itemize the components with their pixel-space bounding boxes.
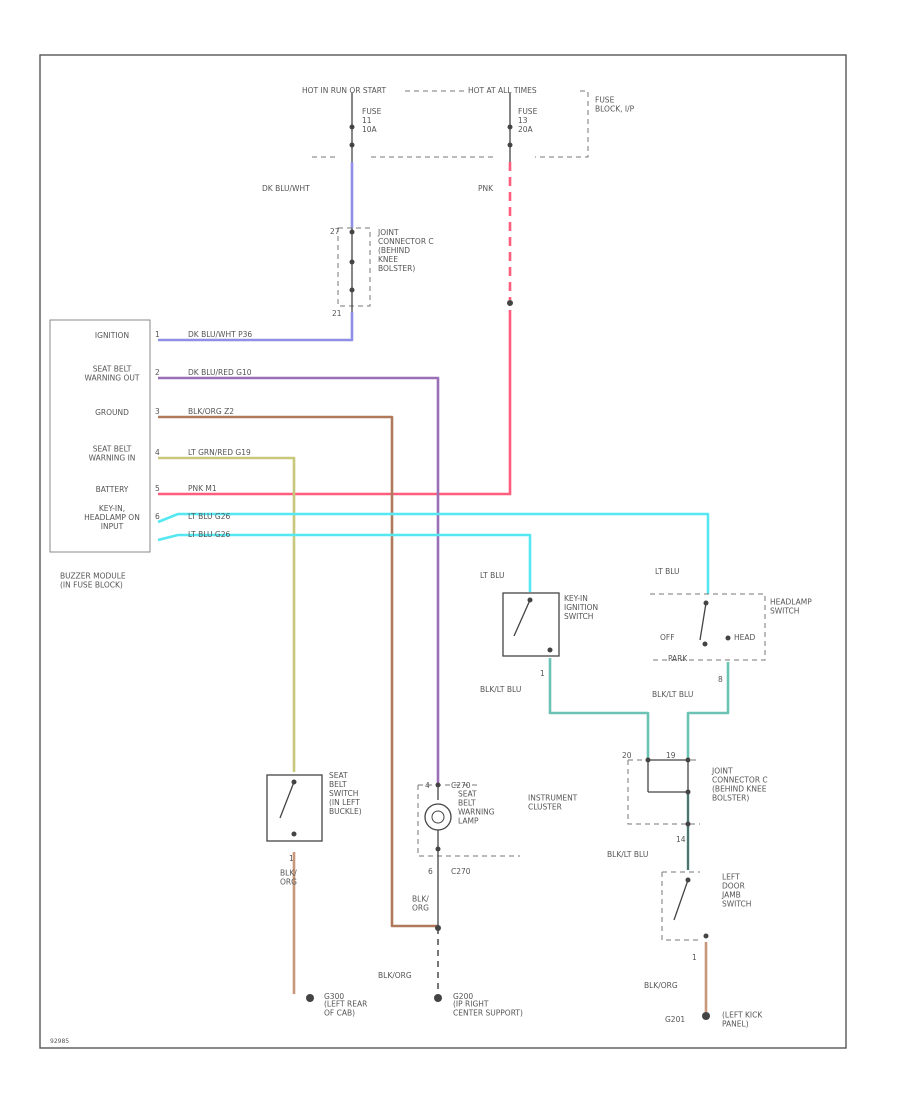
cluster-ground: G200 [453,992,473,1001]
door-jamb-wire: BLK/ORG [644,981,678,990]
cluster-wire-low: BLK/ORG [378,971,412,980]
cluster-conn-bottom: C270 [451,867,471,876]
footer-code: 92985 [50,1038,69,1045]
key-switch-wire-bottom: BLK/LT BLU [480,685,521,694]
headlamp-wire-top: LT BLU [655,567,680,576]
jc-bottom-pin-14: 14 [676,835,686,844]
buzzer-wire-label-6: LT BLU G26 [188,512,231,521]
cluster-conn-top: C270 [451,781,471,790]
buzzer-label-5: BATTERY [96,485,129,494]
buzzer-pin-6: 6 [155,512,160,521]
wire-blk-lt-blu [548,658,730,870]
warning-lamp-icon [424,803,452,831]
jc-top-pin-27: 27 [330,227,340,236]
buzzer-wire-label-4: LT GRN/RED G19 [188,448,251,457]
seat-belt-ground: G300 [324,992,344,1001]
buzzer-pin-2: 2 [155,368,160,377]
buzzer-wire-label-3: BLK/ORG Z2 [188,407,234,416]
jc-top-pin-21: 21 [332,309,342,318]
fuse-block: HOT IN RUN OR START HOT AT ALL TIMES FUS… [302,86,635,162]
wire-pnk [158,310,512,496]
hot-run-start-label: HOT IN RUN OR START [302,86,386,95]
jc-bottom-wire-out: BLK/LT BLU [607,850,648,859]
buzzer-wire-label-2: DK BLU/RED G10 [188,368,252,377]
headlamp-pos-off: OFF [660,633,675,642]
diagram-frame [39,54,847,1049]
headlamp-pin: 8 [718,675,723,684]
key-switch-wire-top: LT BLU [480,571,505,580]
buzzer-pin-5: 5 [155,484,160,493]
buzzer-wire-label-7: LT BLU G26 [188,530,231,539]
seat-belt-switch-wire: BLK/ORG [280,869,297,887]
buzzer-wire-label-5: PNK M1 [188,484,217,493]
cluster-pin-bottom: 6 [428,867,433,876]
headlamp-wire-bottom: BLK/LT BLU [652,690,693,699]
cluster-pin-top: 4 [425,781,430,790]
buzzer-label-1: IGNITION [95,331,129,340]
pnk-label: PNK [478,184,494,193]
buzzer-label-3: GROUND [95,408,129,417]
seat-belt-switch-pin: 1 [289,854,294,863]
wire-blk-org [158,415,438,928]
jc-bottom-pin-19: 19 [666,751,676,760]
wire-lt-blu-headlamp [157,512,710,594]
wire-dk-blu-red [158,376,440,785]
wire-dk-blu-wht [158,162,354,342]
jc-bottom-pin-20: 20 [622,751,632,760]
headlamp-pos-park: PARK [668,654,688,663]
hot-at-all-times-label: HOT AT ALL TIMES [468,86,537,95]
buzzer-pin-3: 3 [155,407,160,416]
key-switch-pin: 1 [540,669,545,678]
buzzer-pin-1: 1 [155,330,160,339]
buzzer-wire-label-1: DK BLU/WHT P36 [188,330,252,339]
dk-blu-wht-label: DK BLU/WHT [262,184,310,193]
door-jamb-pin: 1 [692,953,697,962]
door-jamb-ground: G201 [665,1015,685,1024]
buzzer-caption: BUZZER MODULE(IN FUSE BLOCK) [60,572,126,590]
headlamp-pos-head: HEAD [734,633,756,642]
buzzer-pin-4: 4 [155,448,160,457]
wire-lt-grn-red [158,456,296,772]
wire-lt-blu-key [157,533,532,592]
cluster-wire: BLK/ORG [412,895,429,913]
